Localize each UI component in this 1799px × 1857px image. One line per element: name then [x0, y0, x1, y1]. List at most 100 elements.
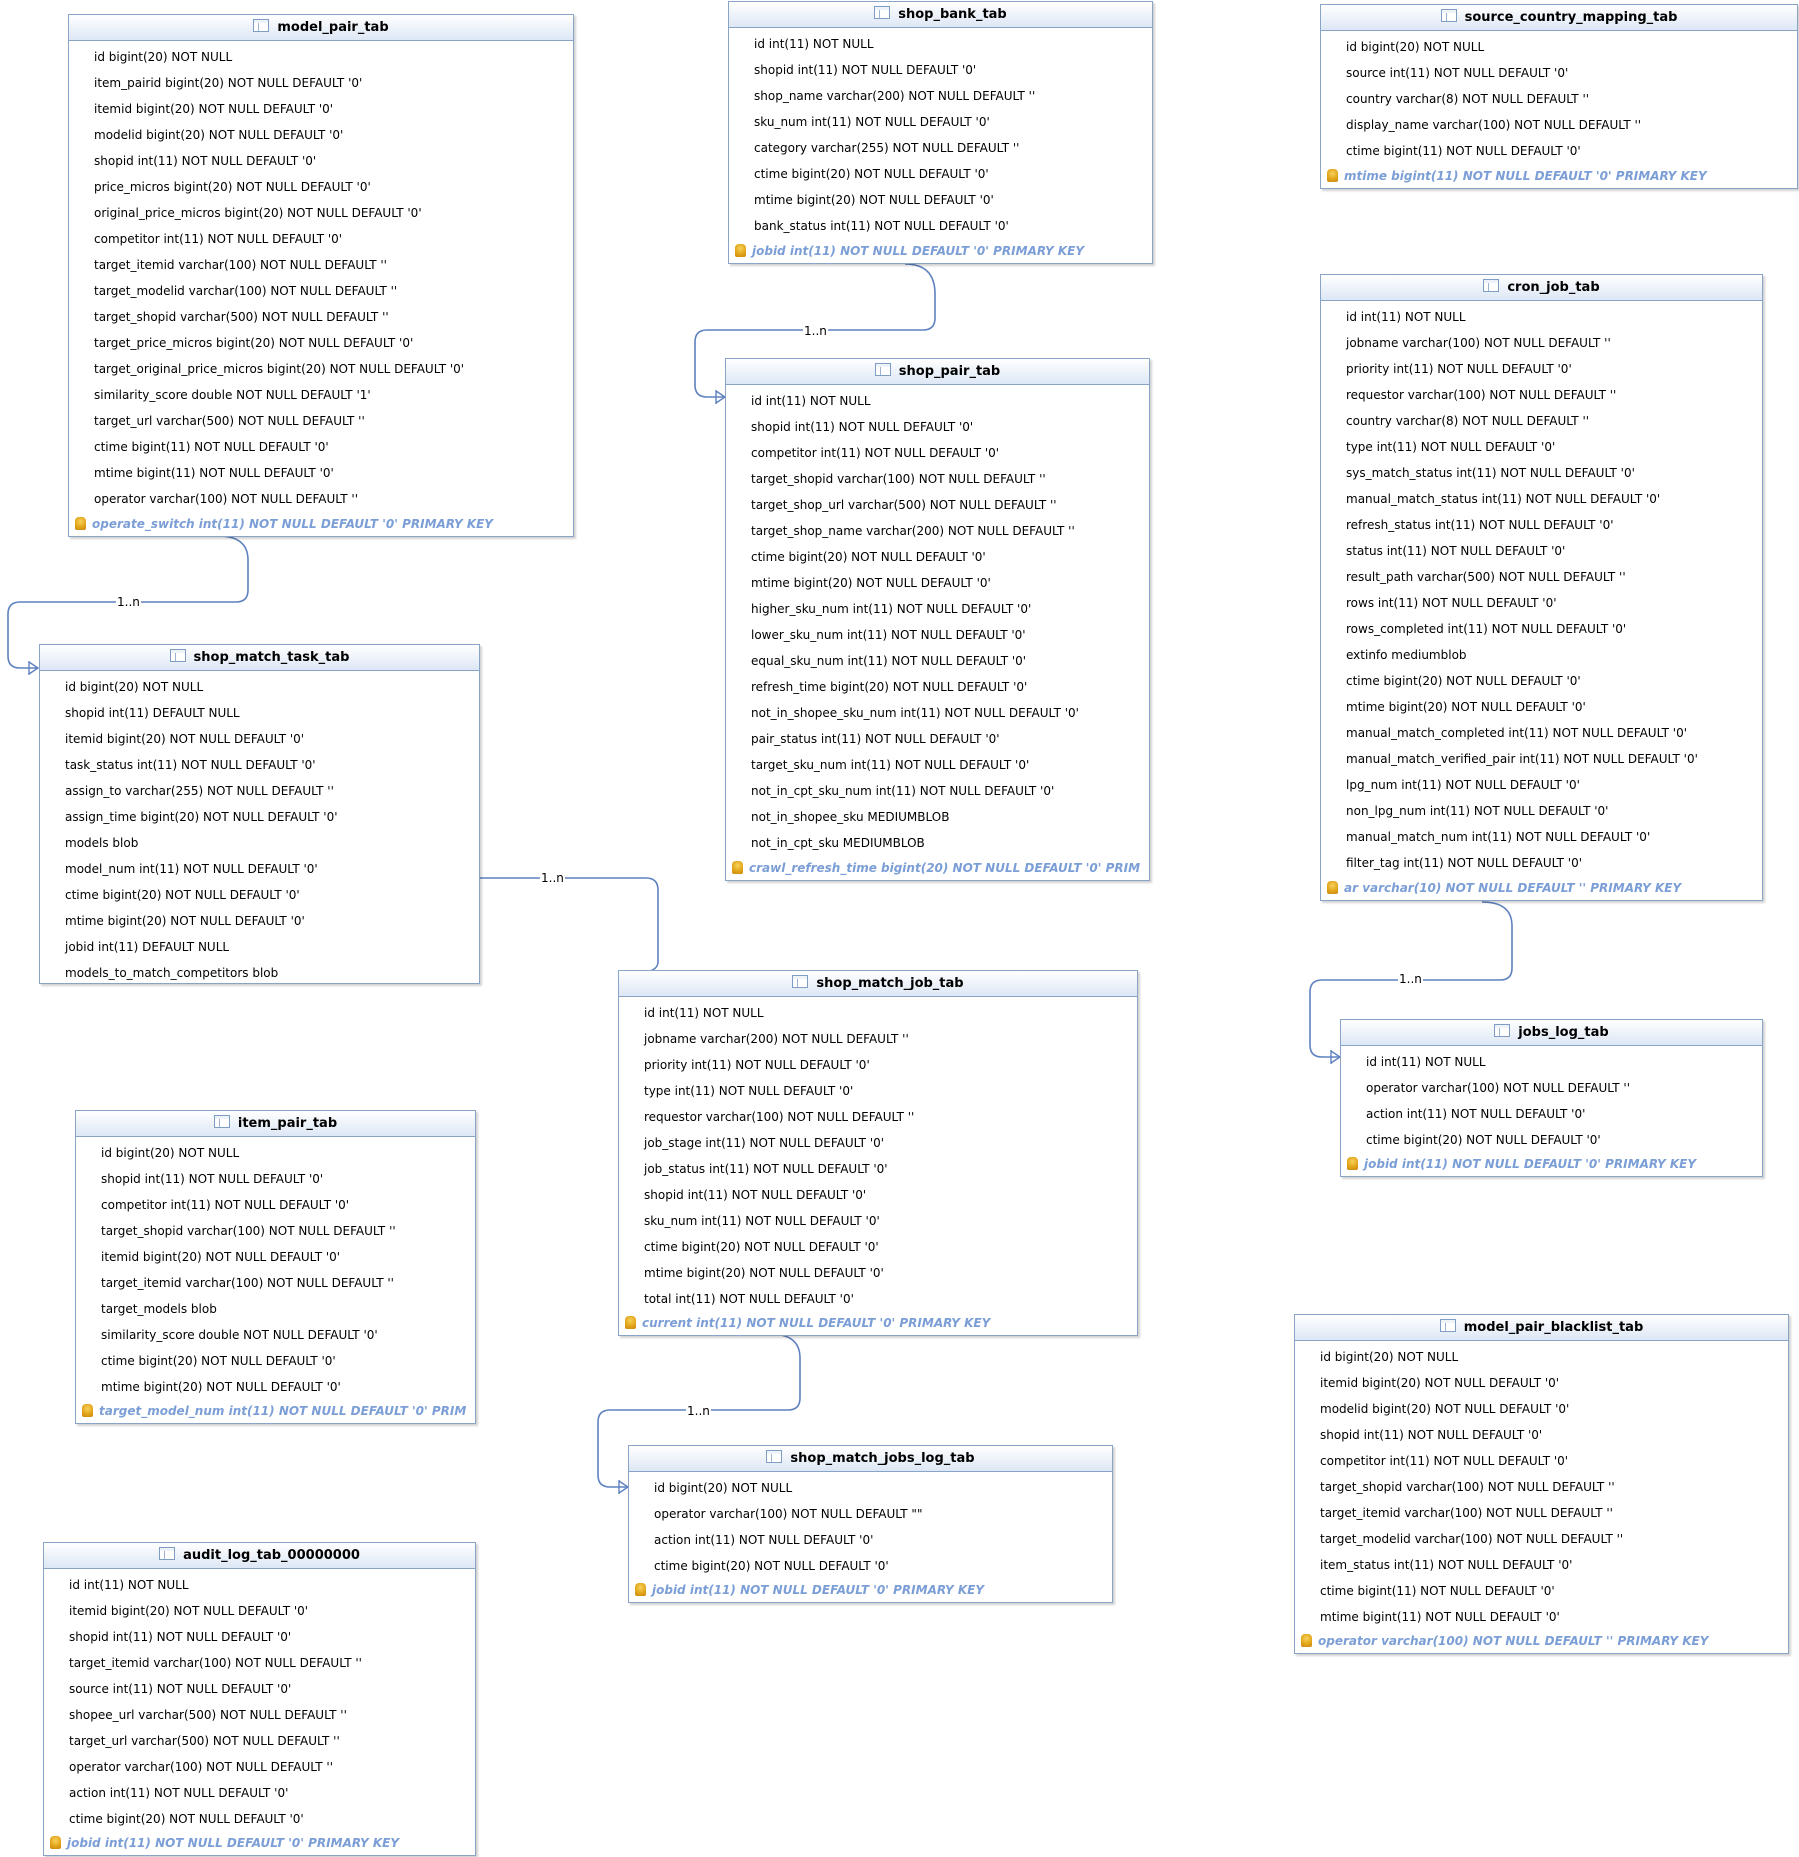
table-header[interactable]: shop_match_job_tab — [619, 971, 1137, 997]
table-header[interactable]: shop_match_jobs_log_tab — [629, 1446, 1112, 1472]
column[interactable]: status int(11) NOT NULL DEFAULT '0' — [1346, 544, 1566, 558]
column[interactable]: competitor int(11) NOT NULL DEFAULT '0' — [101, 1198, 350, 1212]
column[interactable]: shopid int(11) NOT NULL DEFAULT '0' — [94, 154, 317, 168]
column[interactable]: ctime bigint(20) NOT NULL DEFAULT '0' — [1346, 674, 1581, 688]
column[interactable]: ctime bigint(20) NOT NULL DEFAULT '0' — [65, 888, 300, 902]
column[interactable]: target_url varchar(500) NOT NULL DEFAULT… — [69, 1734, 340, 1748]
column[interactable]: lower_sku_num int(11) NOT NULL DEFAULT '… — [751, 628, 1026, 642]
column[interactable]: operator varchar(100) NOT NULL DEFAULT '… — [69, 1760, 334, 1774]
column[interactable]: ctime bigint(11) NOT NULL DEFAULT '0' — [1320, 1584, 1555, 1598]
table-header[interactable]: audit_log_tab_00000000 — [44, 1543, 475, 1569]
column[interactable]: target_modelid varchar(100) NOT NULL DEF… — [94, 284, 398, 298]
primary-key-row[interactable]: jobid int(11) NOT NULL DEFAULT '0' PRIMA… — [1347, 1155, 1762, 1173]
table-header[interactable]: shop_pair_tab — [726, 359, 1149, 385]
column[interactable]: item_status int(11) NOT NULL DEFAULT '0' — [1320, 1558, 1573, 1572]
column[interactable]: action int(11) NOT NULL DEFAULT '0' — [654, 1533, 874, 1547]
column[interactable]: sku_num int(11) NOT NULL DEFAULT '0' — [754, 115, 990, 129]
column[interactable]: shop_name varchar(200) NOT NULL DEFAULT … — [754, 89, 1036, 103]
column[interactable]: model_num int(11) NOT NULL DEFAULT '0' — [65, 862, 318, 876]
table-shop-match-jobs-log-tab[interactable]: shop_match_jobs_log_tab id bigint(20) NO… — [628, 1445, 1113, 1603]
column[interactable]: shopid int(11) NOT NULL DEFAULT '0' — [101, 1172, 324, 1186]
table-header[interactable]: source_country_mapping_tab — [1321, 5, 1797, 31]
primary-key-row[interactable]: jobid int(11) NOT NULL DEFAULT '0' PRIMA… — [50, 1834, 475, 1852]
column[interactable]: filter_tag int(11) NOT NULL DEFAULT '0' — [1346, 856, 1583, 870]
primary-key-row[interactable]: operator varchar(100) NOT NULL DEFAULT '… — [1301, 1632, 1788, 1650]
column[interactable]: id int(11) NOT NULL — [644, 1006, 764, 1020]
column[interactable]: competitor int(11) NOT NULL DEFAULT '0' — [1320, 1454, 1569, 1468]
column[interactable]: assign_to varchar(255) NOT NULL DEFAULT … — [65, 784, 334, 798]
column[interactable]: target_itemid varchar(100) NOT NULL DEFA… — [94, 258, 387, 272]
column[interactable]: ctime bigint(20) NOT NULL DEFAULT '0' — [751, 550, 986, 564]
table-source-country-mapping-tab[interactable]: source_country_mapping_tab id bigint(20)… — [1320, 4, 1798, 189]
column[interactable]: mtime bigint(20) NOT NULL DEFAULT '0' — [754, 193, 994, 207]
column[interactable]: jobname varchar(200) NOT NULL DEFAULT '' — [644, 1032, 909, 1046]
column[interactable]: id int(11) NOT NULL — [69, 1578, 189, 1592]
column[interactable]: ctime bigint(11) NOT NULL DEFAULT '0' — [94, 440, 329, 454]
primary-key-row[interactable]: target_model_num int(11) NOT NULL DEFAUL… — [82, 1402, 475, 1420]
column[interactable]: bank_status int(11) NOT NULL DEFAULT '0' — [754, 219, 1009, 233]
column[interactable]: competitor int(11) NOT NULL DEFAULT '0' — [751, 446, 1000, 460]
column[interactable]: not_in_shopee_sku MEDIUMBLOB — [751, 810, 950, 824]
column[interactable]: shopid int(11) DEFAULT NULL — [65, 706, 240, 720]
column[interactable]: manual_match_status int(11) NOT NULL DEF… — [1346, 492, 1661, 506]
column[interactable]: mtime bigint(20) NOT NULL DEFAULT '0' — [101, 1380, 341, 1394]
column[interactable]: task_status int(11) NOT NULL DEFAULT '0' — [65, 758, 316, 772]
column[interactable]: operator varchar(100) NOT NULL DEFAULT "… — [654, 1507, 923, 1521]
column[interactable]: id bigint(20) NOT NULL — [1320, 1350, 1459, 1364]
primary-key-row[interactable]: ar varchar(10) NOT NULL DEFAULT '' PRIMA… — [1327, 879, 1762, 897]
column[interactable]: operator varchar(100) NOT NULL DEFAULT '… — [94, 492, 359, 506]
table-header[interactable]: cron_job_tab — [1321, 275, 1762, 301]
column[interactable]: higher_sku_num int(11) NOT NULL DEFAULT … — [751, 602, 1032, 616]
column[interactable]: target_shopid varchar(100) NOT NULL DEFA… — [101, 1224, 396, 1238]
column[interactable]: id bigint(20) NOT NULL — [101, 1146, 240, 1160]
column[interactable]: shopee_url varchar(500) NOT NULL DEFAULT… — [69, 1708, 347, 1722]
column[interactable]: itemid bigint(20) NOT NULL DEFAULT '0' — [65, 732, 305, 746]
primary-key-row[interactable]: current int(11) NOT NULL DEFAULT '0' PRI… — [625, 1314, 1137, 1332]
column[interactable]: ctime bigint(20) NOT NULL DEFAULT '0' — [754, 167, 989, 181]
column[interactable]: modelid bigint(20) NOT NULL DEFAULT '0' — [94, 128, 344, 142]
table-header[interactable]: shop_match_task_tab — [40, 645, 479, 671]
column[interactable]: non_lpg_num int(11) NOT NULL DEFAULT '0' — [1346, 804, 1609, 818]
column[interactable]: mtime bigint(20) NOT NULL DEFAULT '0' — [644, 1266, 884, 1280]
table-shop-bank-tab[interactable]: shop_bank_tab id int(11) NOT NULL shopid… — [728, 1, 1153, 264]
column[interactable]: country varchar(8) NOT NULL DEFAULT '' — [1346, 92, 1590, 106]
table-audit-log-tab[interactable]: audit_log_tab_00000000 id int(11) NOT NU… — [43, 1542, 476, 1856]
column[interactable]: target_original_price_micros bigint(20) … — [94, 362, 465, 376]
column[interactable]: lpg_num int(11) NOT NULL DEFAULT '0' — [1346, 778, 1580, 792]
column[interactable]: category varchar(255) NOT NULL DEFAULT '… — [754, 141, 1020, 155]
column[interactable]: price_micros bigint(20) NOT NULL DEFAULT… — [94, 180, 371, 194]
column[interactable]: id bigint(20) NOT NULL — [65, 680, 204, 694]
column[interactable]: pair_status int(11) NOT NULL DEFAULT '0' — [751, 732, 1000, 746]
column[interactable]: target_shopid varchar(500) NOT NULL DEFA… — [94, 310, 389, 324]
column[interactable]: shopid int(11) NOT NULL DEFAULT '0' — [69, 1630, 292, 1644]
column[interactable]: itemid bigint(20) NOT NULL DEFAULT '0' — [94, 102, 334, 116]
column[interactable]: not_in_shopee_sku_num int(11) NOT NULL D… — [751, 706, 1079, 720]
column[interactable]: shopid int(11) NOT NULL DEFAULT '0' — [1320, 1428, 1543, 1442]
primary-key-row[interactable]: crawl_refresh_time bigint(20) NOT NULL D… — [732, 859, 1149, 877]
column[interactable]: id int(11) NOT NULL — [754, 37, 874, 51]
column[interactable]: sys_match_status int(11) NOT NULL DEFAUL… — [1346, 466, 1635, 480]
column[interactable]: priority int(11) NOT NULL DEFAULT '0' — [644, 1058, 870, 1072]
column[interactable]: mtime bigint(20) NOT NULL DEFAULT '0' — [65, 914, 305, 928]
column[interactable]: total int(11) NOT NULL DEFAULT '0' — [644, 1292, 854, 1306]
table-model-pair-blacklist-tab[interactable]: model_pair_blacklist_tab id bigint(20) N… — [1294, 1314, 1789, 1654]
column[interactable]: id bigint(20) NOT NULL — [1346, 40, 1485, 54]
column[interactable]: id bigint(20) NOT NULL — [94, 50, 233, 64]
table-jobs-log-tab[interactable]: jobs_log_tab id int(11) NOT NULL operato… — [1340, 1019, 1763, 1177]
column[interactable]: not_in_cpt_sku_num int(11) NOT NULL DEFA… — [751, 784, 1055, 798]
column[interactable]: id int(11) NOT NULL — [1346, 310, 1466, 324]
column[interactable]: id int(11) NOT NULL — [751, 394, 871, 408]
column[interactable]: id bigint(20) NOT NULL — [654, 1481, 793, 1495]
table-model-pair-tab[interactable]: model_pair_tab id bigint(20) NOT NULL it… — [68, 14, 574, 537]
table-header[interactable]: shop_bank_tab — [729, 2, 1152, 28]
column[interactable]: item_pairid bigint(20) NOT NULL DEFAULT … — [94, 76, 363, 90]
column[interactable]: source int(11) NOT NULL DEFAULT '0' — [69, 1682, 292, 1696]
column[interactable]: mtime bigint(20) NOT NULL DEFAULT '0' — [751, 576, 991, 590]
column[interactable]: requestor varchar(100) NOT NULL DEFAULT … — [1346, 388, 1617, 402]
table-item-pair-tab[interactable]: item_pair_tab id bigint(20) NOT NULL sho… — [75, 1110, 476, 1424]
primary-key-row[interactable]: mtime bigint(11) NOT NULL DEFAULT '0' PR… — [1327, 167, 1797, 185]
column[interactable]: ctime bigint(20) NOT NULL DEFAULT '0' — [654, 1559, 889, 1573]
column[interactable]: models_to_match_competitors blob — [65, 966, 279, 980]
column[interactable]: id int(11) NOT NULL — [1366, 1055, 1486, 1069]
column[interactable]: extinfo mediumblob — [1346, 648, 1467, 662]
